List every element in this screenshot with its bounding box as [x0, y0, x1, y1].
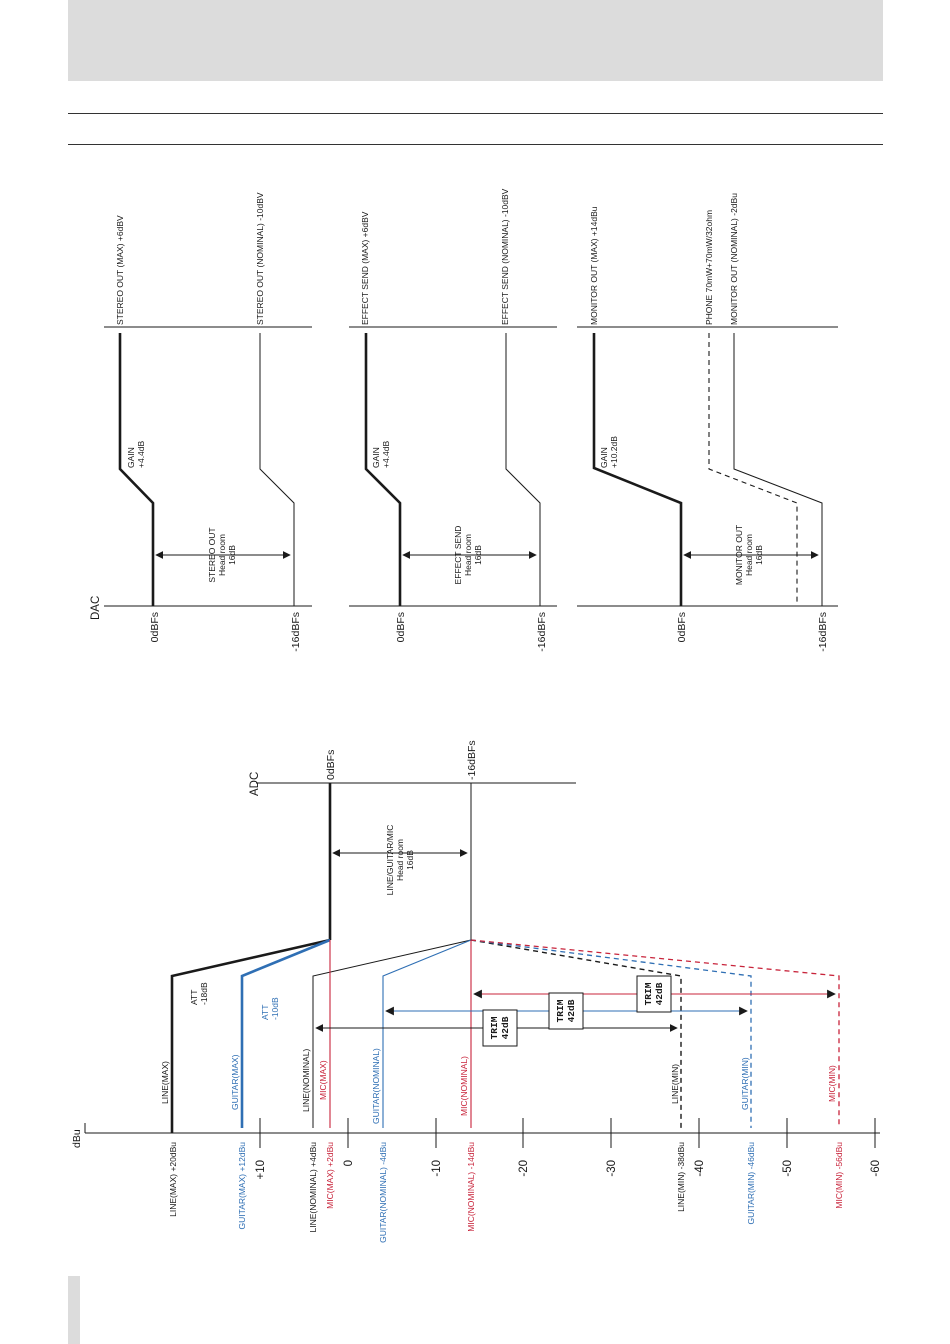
- monitor-headroom-label-2: Head room: [744, 534, 754, 576]
- stereo-zero-dbfs: 0dBFs: [149, 612, 161, 642]
- section-rule: [68, 144, 883, 145]
- mic-min-path: [470, 939, 840, 1128]
- adc-zero-dbfs: 0dBFs: [325, 750, 337, 780]
- level-mic-max: MIC(MAX) +2dBu: [325, 1142, 335, 1209]
- trim-box-1-label-1: TRIM: [489, 1016, 500, 1039]
- mic-nominal-name: MIC(NOMINAL): [459, 1056, 469, 1116]
- effect-minus16-dbfs: -16dBFs: [536, 612, 548, 652]
- dac-title: DAC: [90, 596, 102, 620]
- tick-minus40: -40: [694, 1160, 706, 1177]
- att-line-label-2: -18dB: [199, 982, 209, 1005]
- monitor-gain-label-2: +10.2dB: [609, 436, 619, 468]
- stereo-nominal-line: [259, 333, 295, 606]
- effect-gain-label-1: GAIN: [371, 447, 381, 468]
- line-nominal-path: [312, 939, 472, 1128]
- trim-box-2-label-1: TRIM: [555, 999, 566, 1022]
- guitar-max-name: GUITAR(MAX): [230, 1054, 240, 1110]
- phone-label: PHONE 70mW+70mW/32ohm: [704, 210, 714, 325]
- effect-nominal-label: EFFECT SEND (NOMINAL) -10dBV: [500, 188, 510, 325]
- mic-max-name: MIC(MAX): [318, 1060, 328, 1100]
- att-guitar-label-1: ATT: [260, 1005, 270, 1020]
- tick-minus10: -10: [431, 1160, 443, 1177]
- effect-headroom-label-2: Head room: [463, 534, 473, 576]
- stereo-nominal-label: STEREO OUT (NOMINAL) -10dBV: [255, 192, 265, 325]
- tick-minus60: -60: [870, 1160, 882, 1177]
- adc-minus16-dbfs: -16dBFs: [466, 740, 478, 780]
- tick-plus10: +10: [255, 1160, 267, 1180]
- tick-0: 0: [343, 1160, 355, 1166]
- guitar-min-path: [470, 939, 752, 1128]
- guitar-min-name: GUITAR(MIN): [740, 1057, 750, 1110]
- monitor-out-panel: MONITOR OUT (MAX) +14dBu PHONE 70mW+70mW…: [577, 193, 838, 652]
- monitor-max-label: MONITOR OUT (MAX) +14dBu: [589, 206, 599, 325]
- line-nominal-name: LINE(NOMINAL): [301, 1049, 311, 1112]
- effect-gain-label-2: +4.4dB: [381, 440, 391, 468]
- guitar-max-path: [240, 938, 331, 1128]
- dbu-unit: dBu: [71, 1129, 83, 1148]
- trim-box-2: TRIM 42dB: [548, 992, 584, 1030]
- line-max-name: LINE(MAX): [160, 1061, 170, 1104]
- tick-minus20: -20: [518, 1160, 530, 1177]
- level-guitar-min: GUITAR(MIN) -46dBu: [746, 1142, 756, 1225]
- level-line-max: LINE(MAX) +20dBu: [168, 1142, 178, 1217]
- level-mic-min: MIC(MIN) -56dBu: [834, 1142, 844, 1209]
- dac-section: DAC STEREO OUT (MAX) +6dBV STEREO OUT (N…: [90, 188, 838, 652]
- page-edge-tab: [68, 1276, 80, 1344]
- level-mic-nominal: MIC(NOMINAL) -14dBu: [466, 1142, 476, 1232]
- monitor-nominal-label: MONITOR OUT (NOMINAL) -2dBu: [729, 193, 739, 325]
- att-line-label-1: ATT: [189, 990, 199, 1005]
- att-guitar-label-2: -10dB: [270, 997, 280, 1020]
- adc-title: ADC: [249, 772, 261, 796]
- adc-headroom-label-1: LINE/GUITAR/MIC: [385, 825, 395, 896]
- line-min-name: LINE(MIN): [670, 1064, 680, 1104]
- adc-section: ADC 0dBFs -16dBFs LINE/GUITAR/MIC Head r…: [160, 740, 840, 1133]
- monitor-nominal-line: [733, 333, 823, 606]
- stereo-max-label: STEREO OUT (MAX) +6dBV: [115, 215, 125, 325]
- trim-box-2-label-2: 42dB: [566, 999, 577, 1022]
- page-header-band: [68, 0, 883, 81]
- adc-headroom-label-2: Head room: [395, 839, 405, 881]
- monitor-gain-label-1: GAIN: [599, 447, 609, 468]
- effect-zero-dbfs: 0dBFs: [395, 612, 407, 642]
- monitor-headroom-label-3: 16dB: [754, 545, 764, 565]
- trim-box-1: TRIM 42dB: [482, 1009, 518, 1047]
- guitar-nominal-path: [382, 939, 472, 1128]
- level-guitar-max: GUITAR(MAX) +12dBu: [237, 1142, 247, 1230]
- dbu-scale: dBu +10 0 -10 -20 -30 -40 -50 -60 LINE(M…: [71, 1118, 882, 1243]
- monitor-headroom-label-1: MONITOR OUT: [734, 525, 744, 585]
- monitor-zero-dbfs: 0dBFs: [676, 612, 688, 642]
- effect-headroom-label-1: EFFECT SEND: [453, 526, 463, 585]
- stereo-max-line: [118, 333, 155, 606]
- stereo-gain-label-1: GAIN: [126, 447, 136, 468]
- level-guitar-nominal: GUITAR(NOMINAL) -4dBu: [378, 1142, 388, 1243]
- effect-headroom-label-3: 16dB: [473, 545, 483, 565]
- stereo-headroom-label-3: 16dB: [227, 545, 237, 565]
- top-rule: [68, 113, 883, 114]
- guitar-nominal-name: GUITAR(NOMINAL): [371, 1048, 381, 1124]
- effect-max-label: EFFECT SEND (MAX) +6dBV: [360, 211, 370, 325]
- effect-send-panel: EFFECT SEND (MAX) +6dBV EFFECT SEND (NOM…: [349, 188, 557, 652]
- stereo-minus16-dbfs: -16dBFs: [290, 612, 302, 652]
- tick-minus30: -30: [606, 1160, 618, 1177]
- trim-box-1-label-2: 42dB: [500, 1016, 511, 1039]
- effect-nominal-line: [505, 333, 541, 606]
- monitor-minus16-dbfs: -16dBFs: [817, 612, 829, 652]
- monitor-max-line: [592, 333, 683, 606]
- effect-max-line: [364, 333, 402, 606]
- stereo-out-panel: STEREO OUT (MAX) +6dBV STEREO OUT (NOMIN…: [104, 192, 312, 652]
- mic-min-name: MIC(MIN): [827, 1065, 837, 1102]
- stereo-headroom-label-1: STEREO OUT: [207, 527, 217, 582]
- trim-box-3-label-2: 42dB: [654, 982, 665, 1005]
- stereo-headroom-label-2: Head room: [217, 534, 227, 576]
- line-max-path: [170, 938, 331, 1133]
- level-line-nominal: LINE(NOMINAL) +4dBu: [308, 1142, 318, 1233]
- adc-headroom-label-3: 16dB: [405, 850, 415, 870]
- level-line-min: LINE(MIN) -38dBu: [676, 1142, 686, 1212]
- stereo-gain-label-2: +4.4dB: [136, 440, 146, 468]
- trim-box-3-label-1: TRIM: [643, 982, 654, 1005]
- tick-minus50: -50: [782, 1160, 794, 1177]
- trim-box-3: TRIM 42dB: [636, 975, 672, 1013]
